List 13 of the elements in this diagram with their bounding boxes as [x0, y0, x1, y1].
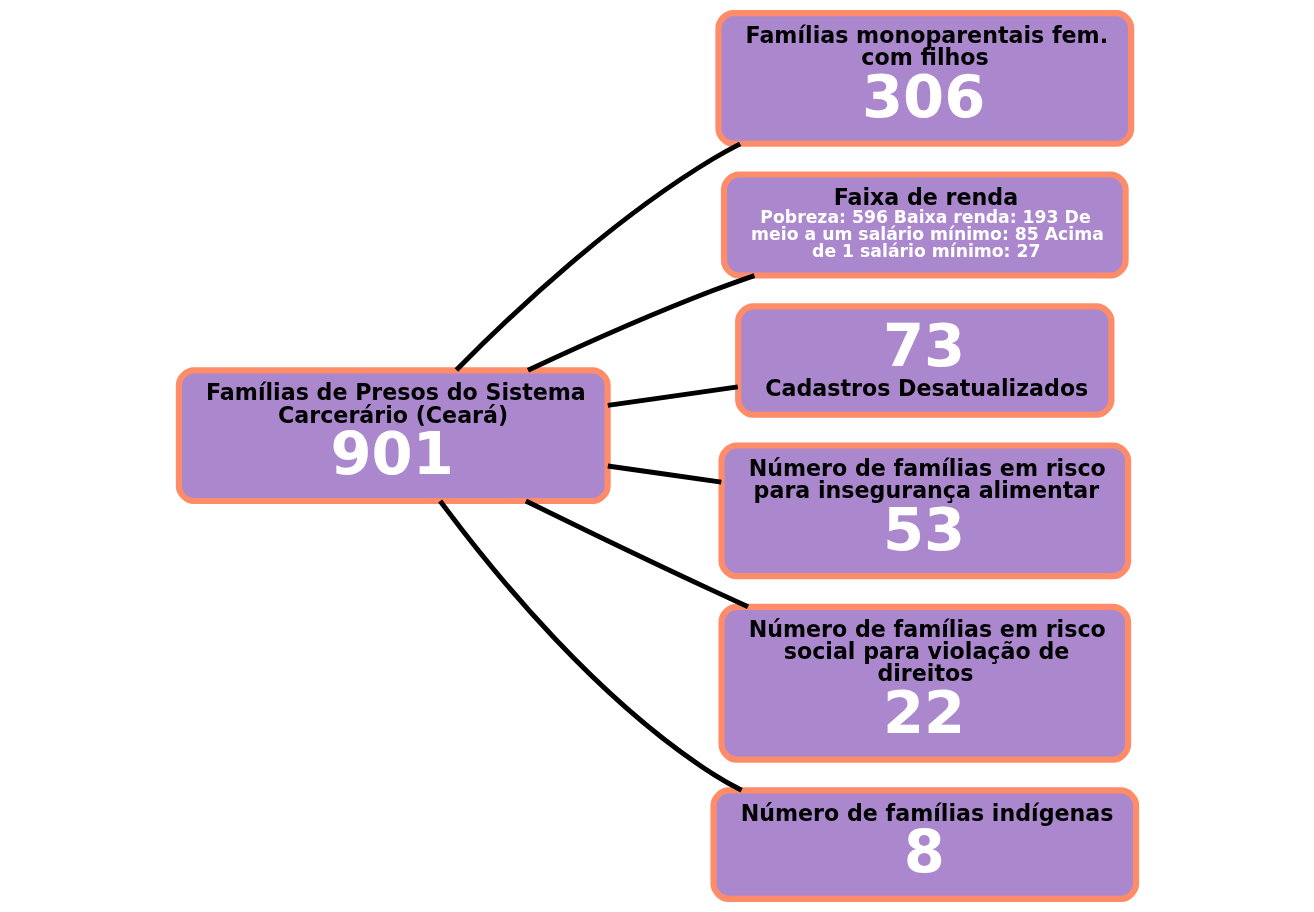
- node-box: Número de famílias indígenas 8: [709, 787, 1139, 902]
- connector: [526, 273, 755, 373]
- connector: [606, 384, 738, 408]
- node-box: 73 Cadastros Desatualizados: [734, 303, 1114, 418]
- node-box: Famílias de Presos do Sistema Carcerário (Ceará) 901: [175, 367, 611, 505]
- node-box: Faixa de renda Pobreza: 596 Baixa renda: 193 De meio a um salário mínimo: 85 Acima de 1 salário mínimo: 27: [720, 171, 1129, 279]
- connector: [437, 499, 743, 793]
- node-box: Número de famílias em risco para insegurança alimentar 53: [717, 442, 1131, 580]
- node-box: Número de famílias em risco social para violação de direitos 22: [717, 603, 1131, 763]
- node-box: Famílias monoparentais fem. com filhos 306: [714, 10, 1134, 147]
- connector: [524, 498, 749, 609]
- connector: [454, 141, 741, 372]
- connector: [606, 463, 722, 485]
